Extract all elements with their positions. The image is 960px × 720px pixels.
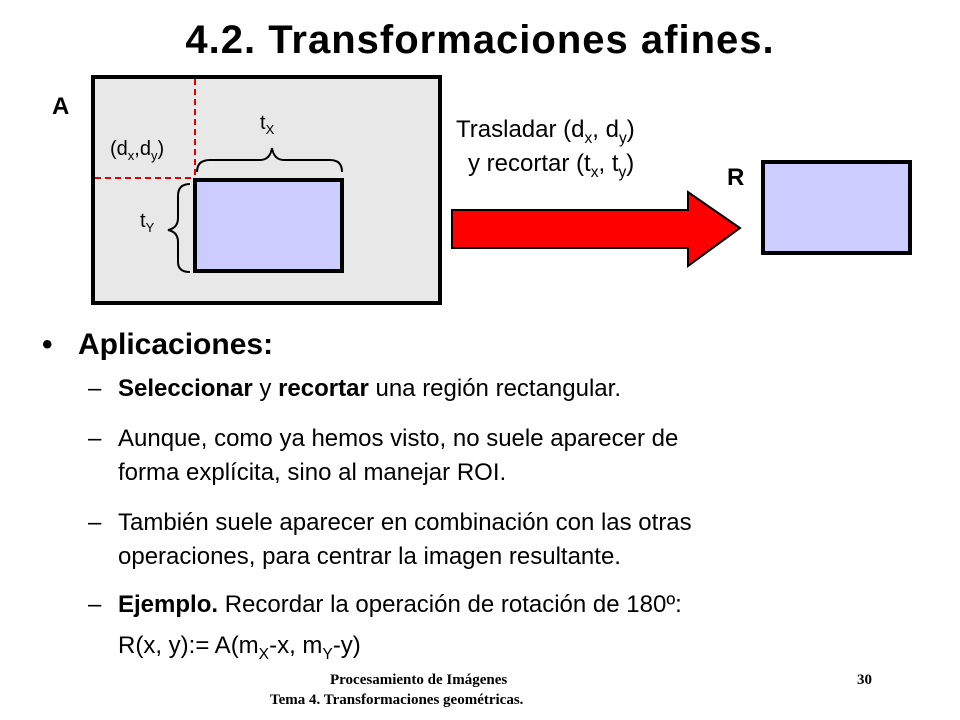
footer-course: Procesamiento de Imágenes: [330, 672, 508, 688]
text-line: operaciones, para centrar la imagen resu…: [118, 543, 621, 570]
dash-marker: –: [88, 509, 102, 536]
text: Recordar la operación de rotación de 180…: [218, 591, 682, 618]
bullet-heading: Aplicaciones:: [78, 328, 274, 361]
arrow-caption-line2: y recortar (tx, ty): [468, 150, 635, 181]
tx-brace: [196, 147, 343, 173]
arrow-caption-line1: Trasladar (dx, dy): [456, 116, 635, 147]
slide-title: 4.2. Transformaciones afines.: [185, 18, 775, 62]
text-line: También suele aparecer en combinación co…: [118, 509, 692, 536]
tx-label: tX: [260, 112, 275, 137]
bold-text: Seleccionar: [118, 375, 253, 402]
bullet-dot: •: [42, 328, 53, 361]
text: una región rectangular.: [368, 375, 621, 402]
text: y: [252, 375, 279, 402]
page-number: 30: [857, 672, 872, 688]
affine-diagram: [91, 75, 912, 305]
selected-region: [193, 178, 344, 273]
bold-text: Ejemplo.: [118, 591, 219, 618]
text-line: Aunque, como ya hemos visto, no suele ap…: [118, 425, 679, 452]
dash-marker: –: [88, 591, 102, 618]
rotation-formula: R(x, y):= A(mX-x, mY-y): [118, 632, 361, 663]
text-line: forma explícita, sino al manejar ROI.: [118, 459, 507, 486]
dash-marker: –: [88, 375, 102, 402]
ty-brace: [167, 183, 191, 273]
bold-text: recortar: [278, 375, 369, 402]
offset-label: (dx,dy): [110, 138, 165, 163]
footer-topic: Tema 4. Transformaciones geométricas.: [270, 692, 524, 708]
label-r: R: [727, 164, 745, 191]
ty-label: tY: [140, 210, 155, 235]
image-r-result: [761, 160, 912, 255]
dash-marker: –: [88, 425, 102, 452]
label-a: A: [52, 93, 70, 120]
bullet-heading-row: • Aplicaciones:: [42, 328, 273, 362]
transform-arrow: [451, 190, 742, 268]
